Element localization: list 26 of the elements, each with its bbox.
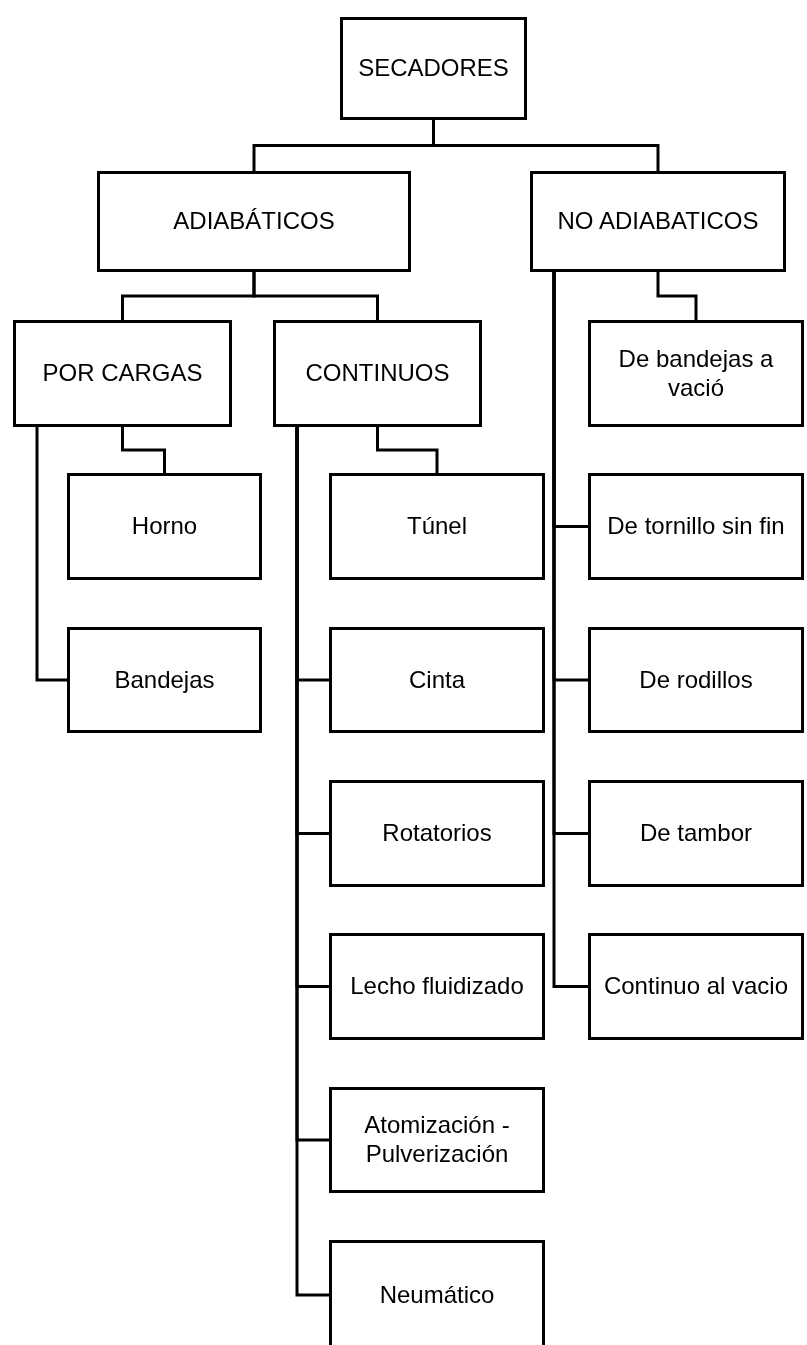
category-box: Continuo al vacio [588,933,804,1040]
category-box: De tambor [588,780,804,887]
connector-line [35,427,67,682]
category-box: Neumático [329,1240,545,1345]
category-box: SECADORES [340,17,527,120]
category-box: De rodillos [588,627,804,733]
category-box: Bandejas [67,627,262,733]
category-box: Atomización - Pulverización [329,1087,545,1193]
connector-line [121,427,166,473]
connector-line [376,427,439,473]
category-box: CONTINUOS [273,320,482,427]
connector-line [656,272,698,320]
category-box: Horno [67,473,262,580]
category-box: Rotatorios [329,780,545,887]
connector-line [552,272,588,988]
category-box: Lecho fluidizado [329,933,545,1040]
category-box: POR CARGAS [13,320,232,427]
category-box: De tornillo sin fin [588,473,804,580]
connector-line [432,120,660,171]
category-box: Túnel [329,473,545,580]
category-box: Cinta [329,627,545,733]
connector-line [252,272,379,320]
connector-line [295,427,329,1297]
category-box: NO ADIABATICOS [530,171,786,272]
category-box: De bandejas a vació [588,320,804,427]
category-box: ADIABÁTICOS [97,171,411,272]
